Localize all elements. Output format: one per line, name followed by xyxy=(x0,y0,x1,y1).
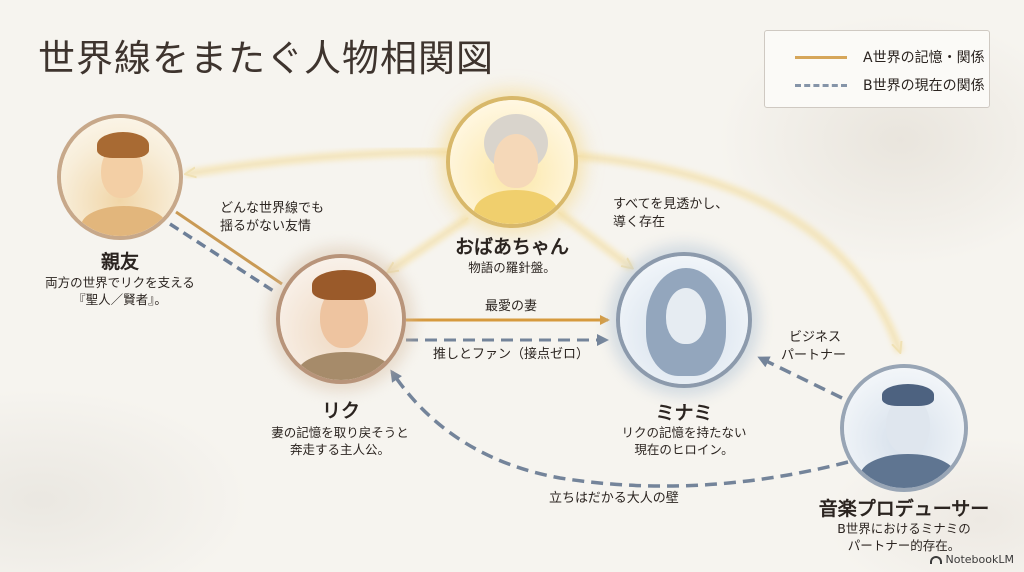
best-friend-desc-1: 両方の世界でリクを支える xyxy=(45,275,195,290)
legend-item-b-world: B世界の現在の関係 xyxy=(765,75,985,95)
smiling-young-man-icon xyxy=(61,118,179,236)
businessman-icon xyxy=(844,368,964,488)
producer-portrait[interactable] xyxy=(840,364,968,492)
page-title: 世界線をまたぐ人物相関図 xyxy=(38,37,494,80)
friendship-label-2: 揺るがない友情 xyxy=(220,219,312,234)
best-friend-portrait[interactable] xyxy=(57,114,183,240)
best-friend-desc-2: 『聖人／賢者』。 xyxy=(73,292,167,307)
grandma-guide-lines xyxy=(186,148,904,352)
minami-desc-1: リクの記憶を持たない xyxy=(621,425,747,440)
business-line xyxy=(757,356,843,400)
woman-icon xyxy=(620,256,748,384)
minami-name: ミナミ xyxy=(655,402,713,424)
solid-line-icon xyxy=(795,55,847,59)
friendship-label-1: どんな世界線でも xyxy=(220,201,325,216)
notebooklm-brand: NotebookLM xyxy=(929,553,1014,566)
beloved-wife-label: 最愛の妻 xyxy=(485,299,538,314)
adult-wall-label: 立ちはだかる大人の壁 xyxy=(549,491,679,506)
young-man-icon xyxy=(280,258,402,380)
riku-portrait[interactable] xyxy=(276,254,406,384)
grandma-name: おばあちゃん xyxy=(454,236,569,258)
legend-item-a-world: A世界の記憶・関係 xyxy=(765,47,985,67)
grandma-portrait[interactable] xyxy=(446,96,578,228)
riku-desc-2: 奔走する主人公。 xyxy=(289,442,390,457)
minami-desc-2: 現在のヒロイン。 xyxy=(634,442,734,457)
producer-desc-1: B世界におけるミナミの xyxy=(837,521,971,536)
notebooklm-logo-icon xyxy=(929,555,942,564)
wall-line xyxy=(390,369,849,488)
best-friend-name: 親友 xyxy=(100,251,139,273)
elderly-woman-icon xyxy=(450,100,574,224)
legend: A世界の記憶・関係 B世界の現在の関係 xyxy=(764,30,990,108)
riku-desc-1: 妻の記憶を取り戻そうと xyxy=(271,425,409,440)
grandma-desc: 物語の羅針盤。 xyxy=(468,260,556,275)
business-label-2: パートナー xyxy=(781,348,847,363)
dashed-line-icon xyxy=(795,83,847,87)
producer-desc-2: パートナー的存在。 xyxy=(847,538,961,553)
idol-fan-label: 推しとファン（接点ゼロ） xyxy=(433,347,590,362)
friend-a-line xyxy=(175,210,283,286)
guide-label-2: 導く存在 xyxy=(613,215,666,230)
riku-name: リク xyxy=(321,400,360,422)
friend-b-line xyxy=(169,222,276,294)
minami-portrait[interactable] xyxy=(616,252,752,388)
business-label-1: ビジネス xyxy=(789,330,842,345)
guide-label-1: すべてを見透かし、 xyxy=(613,197,729,212)
producer-name: 音楽プロデューサー xyxy=(818,498,990,520)
